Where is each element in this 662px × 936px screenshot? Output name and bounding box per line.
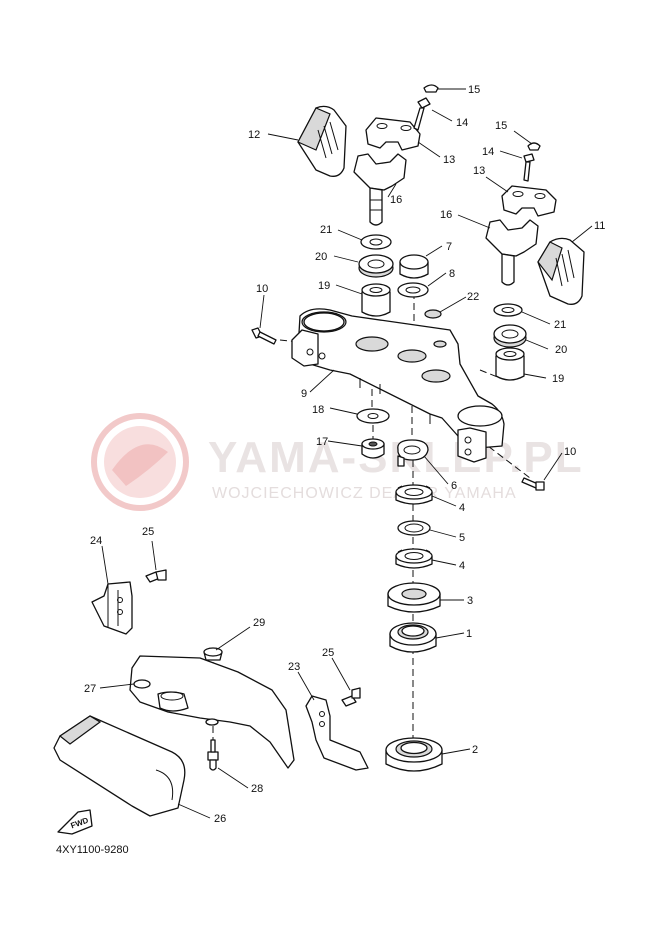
bushing-20-right (493, 324, 527, 348)
callout-20: 20 (555, 344, 567, 356)
callout-25: 25 (322, 647, 334, 659)
handlebar-upper-holder-right (501, 185, 557, 217)
callout-6: 6 (451, 480, 457, 492)
diagram-code: 4XY1100-9280 (56, 844, 129, 856)
callout-2: 2 (472, 744, 478, 756)
cap-nut-7 (399, 254, 429, 279)
callout-17: 17 (316, 436, 328, 448)
watermark-subtitle: WOJCIECHOWICZ DEALER YAMAHA (212, 485, 517, 502)
callout-18: 18 (312, 404, 324, 416)
cover-26 (53, 715, 186, 817)
callout-3: 3 (467, 595, 473, 607)
callout-25: 25 (142, 526, 154, 538)
watermark-logo (91, 413, 189, 511)
bearing-1 (389, 622, 437, 653)
handlebar-lower-holder-right (485, 219, 539, 286)
bolt-10-right (521, 477, 545, 491)
watermark: YAMA-SKLEP.PL WOJCIECHOWICZ DEALER YAMAH… (91, 413, 584, 511)
callout-24: 24 (90, 535, 102, 547)
callout-13: 13 (443, 154, 455, 166)
lock-washer-6 (397, 439, 429, 467)
callout-9: 9 (301, 388, 307, 400)
callout-16: 16 (440, 209, 452, 221)
callout-11: 11 (594, 220, 605, 232)
washer-21-left (360, 234, 392, 250)
callout-7: 7 (446, 241, 452, 253)
callout-10: 10 (564, 446, 576, 458)
upper-bracket-9 (291, 308, 505, 463)
callout-13: 13 (473, 165, 485, 177)
ring-nut-4-upper (395, 484, 433, 505)
handlebar-clamp-left (297, 105, 347, 177)
callout-1: 1 (466, 628, 472, 640)
bolt-14-left (413, 97, 431, 131)
bolt-25-lower (341, 687, 361, 707)
bolt-28 (207, 739, 219, 771)
bearing-2 (385, 737, 443, 772)
callout-4: 4 (459, 560, 465, 572)
bolt-10-left (251, 327, 277, 345)
bolt-25-upper (145, 569, 167, 583)
bolt-14-right (523, 153, 535, 182)
callout-4: 4 (459, 502, 465, 514)
damper-19-right (495, 347, 525, 381)
handlebar-upper-holder-left (365, 117, 421, 151)
callout-labels: 15 14 13 12 16 15 14 13 16 11 21 20 7 8 … (84, 84, 605, 825)
watermark-title: YAMA-SKLEP.PL (208, 433, 584, 482)
callout-14: 14 (456, 117, 468, 129)
callout-19: 19 (552, 373, 564, 385)
callout-5: 5 (459, 532, 465, 544)
callout-21: 21 (320, 224, 332, 236)
fender-bracket-27 (129, 655, 295, 769)
cap-15-right (527, 142, 541, 151)
callout-16: 16 (390, 194, 402, 206)
callout-10: 10 (256, 283, 268, 295)
bracket-24 (91, 581, 133, 635)
callout-22: 22 (467, 291, 479, 303)
handlebar-lower-holder-left (353, 153, 407, 226)
handlebar-clamp-right (537, 237, 585, 305)
damper-19-left (361, 283, 391, 317)
grommet-29 (203, 647, 223, 661)
plug-22 (424, 309, 442, 319)
callout-21: 21 (554, 319, 566, 331)
callout-12: 12 (248, 129, 260, 141)
callout-14: 14 (482, 146, 494, 158)
ring-nut-4-lower (395, 548, 433, 569)
callout-23: 23 (288, 661, 300, 673)
callout-8: 8 (449, 268, 455, 280)
callout-15: 15 (468, 84, 480, 96)
callout-15: 15 (495, 120, 507, 132)
dust-seal-3 (387, 582, 441, 613)
leader-lines (99, 88, 593, 819)
bushing-20-left (358, 254, 394, 278)
bracket-23 (305, 695, 369, 771)
cap-15-left (423, 84, 439, 93)
callout-19: 19 (318, 280, 330, 292)
callout-29: 29 (253, 617, 265, 629)
callout-28: 28 (251, 783, 263, 795)
washer-8 (397, 282, 429, 298)
callout-27: 27 (84, 683, 96, 695)
washer-18 (356, 408, 390, 424)
fwd-arrow-icon: FWD (57, 809, 93, 835)
nut-17 (361, 438, 385, 459)
washer-5 (397, 520, 431, 536)
washer-21-right (493, 303, 523, 317)
callout-26: 26 (214, 813, 226, 825)
callout-20: 20 (315, 251, 327, 263)
